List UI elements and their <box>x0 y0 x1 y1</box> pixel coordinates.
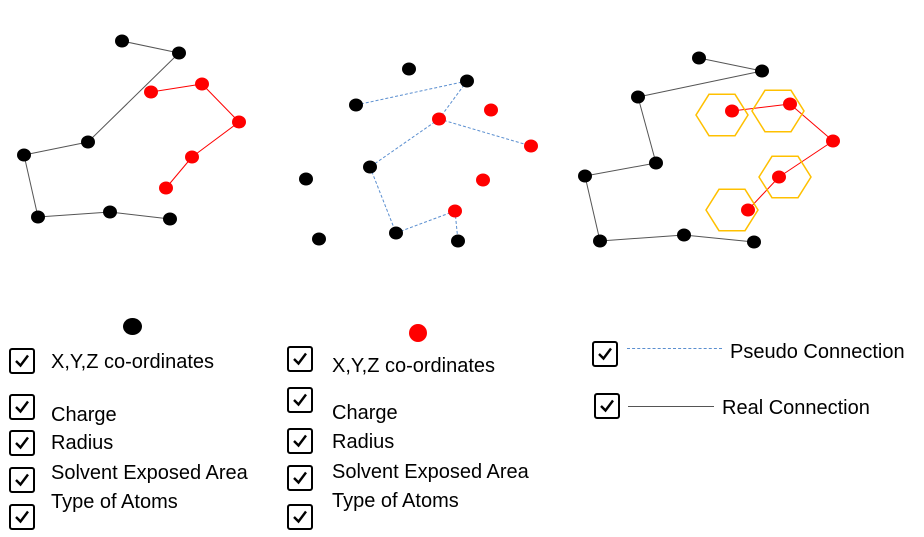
pseudo-connection-line <box>355 80 468 106</box>
black-atom <box>389 226 403 240</box>
real-connection-line <box>109 211 171 220</box>
real-connection-line <box>584 175 601 242</box>
red-connection-line <box>778 140 834 178</box>
hexagon-ring <box>695 93 749 137</box>
real-connection-line <box>637 96 657 164</box>
black-atom <box>103 205 117 219</box>
real-connection-line <box>637 70 763 98</box>
red-atom <box>448 204 462 218</box>
red-atom <box>144 85 158 99</box>
checkbox-checked-icon <box>9 504 35 530</box>
checkbox-checked-icon <box>287 346 313 372</box>
checkbox-checked-icon <box>9 467 35 493</box>
checkbox-checked-icon <box>592 341 618 367</box>
black-atom <box>578 169 592 183</box>
black-atom <box>692 51 706 65</box>
black-atom <box>115 34 129 48</box>
black-atom <box>172 46 186 60</box>
real-connection-line <box>584 162 657 177</box>
checkbox-checked-icon <box>9 348 35 374</box>
hexagon-ring <box>751 89 805 133</box>
red-feature-radius: Radius <box>332 431 395 453</box>
red-atom <box>476 173 490 187</box>
pseudo-connection-line <box>438 80 468 120</box>
black-atom-legend-icon <box>123 318 142 335</box>
red-feature-charge: Charge <box>332 402 398 424</box>
red-atom <box>432 112 446 126</box>
black-atom <box>312 232 326 246</box>
red-atom <box>772 170 786 184</box>
checkbox-checked-icon <box>287 504 313 530</box>
red-atom <box>232 115 246 129</box>
pseudo-connection-line <box>369 118 440 168</box>
red-atom <box>741 203 755 217</box>
black-atom <box>677 228 691 242</box>
real-connection-line <box>37 211 111 218</box>
checkbox-checked-icon <box>9 394 35 420</box>
red-connection-line <box>747 176 780 211</box>
checkbox-checked-icon <box>287 465 313 491</box>
black-atom <box>31 210 45 224</box>
black-atom <box>402 62 416 76</box>
pseudo-connection-label: Pseudo Connection <box>730 341 905 363</box>
real-connection-line <box>87 52 180 143</box>
black-atom <box>649 156 663 170</box>
molecular-graph-diagram <box>17 34 840 249</box>
real-connection-line <box>599 234 685 242</box>
pseudo-connection-line <box>395 210 456 234</box>
black-feature-xyz: X,Y,Z co-ordinates <box>51 351 215 373</box>
red-connection-line <box>201 83 240 123</box>
black-atom <box>451 234 465 248</box>
red-connection-line <box>731 103 791 112</box>
real-connection-label: Real Connection <box>722 397 870 419</box>
pseudo-connection-line-icon <box>627 348 722 349</box>
black-atom <box>299 172 313 186</box>
real-connection-line <box>121 40 180 54</box>
black-atom <box>163 212 177 226</box>
black-feature-charge: Charge <box>51 404 117 426</box>
red-feature-xyz: X,Y,Z co-ordinates <box>332 355 496 377</box>
black-atom <box>593 234 607 248</box>
black-atom <box>631 90 645 104</box>
red-feature-type-of-atoms: Type of Atoms <box>332 490 459 512</box>
red-connection-line <box>165 156 193 189</box>
red-atom <box>484 103 498 117</box>
red-atom <box>826 134 840 148</box>
black-atom <box>349 98 363 112</box>
real-connection-line <box>23 141 89 156</box>
black-feature-type-of-atoms: Type of Atoms <box>51 491 178 513</box>
real-connection-line <box>683 234 755 243</box>
red-atom <box>725 104 739 118</box>
red-connection-line <box>789 103 834 142</box>
black-atom <box>755 64 769 78</box>
hexagon-ring <box>705 188 759 232</box>
pseudo-connection-line <box>369 166 397 234</box>
black-atom <box>17 148 31 162</box>
red-atom <box>185 150 199 164</box>
pseudo-connection-line <box>438 118 532 147</box>
red-atom <box>159 181 173 195</box>
black-feature-solvent-exposed-area: Solvent Exposed Area <box>51 462 248 484</box>
checkbox-checked-icon <box>287 428 313 454</box>
real-connection-line-icon <box>628 406 714 407</box>
real-connection-line <box>698 57 763 72</box>
black-atom <box>460 74 474 88</box>
red-connection-line <box>150 83 203 93</box>
red-feature-solvent-exposed-area: Solvent Exposed Area <box>332 461 529 483</box>
checkbox-checked-icon <box>287 387 313 413</box>
checkbox-checked-icon <box>9 430 35 456</box>
red-atom <box>524 139 538 153</box>
checkbox-checked-icon <box>594 393 620 419</box>
black-atom <box>363 160 377 174</box>
red-atom-legend-icon <box>409 324 427 342</box>
red-connection-line <box>191 121 240 158</box>
hexagon-ring <box>758 155 812 199</box>
black-atom <box>747 235 761 249</box>
black-atom <box>81 135 95 149</box>
black-feature-radius: Radius <box>51 432 114 454</box>
red-atom <box>195 77 209 91</box>
red-atom <box>783 97 797 111</box>
real-connection-line <box>23 154 39 218</box>
